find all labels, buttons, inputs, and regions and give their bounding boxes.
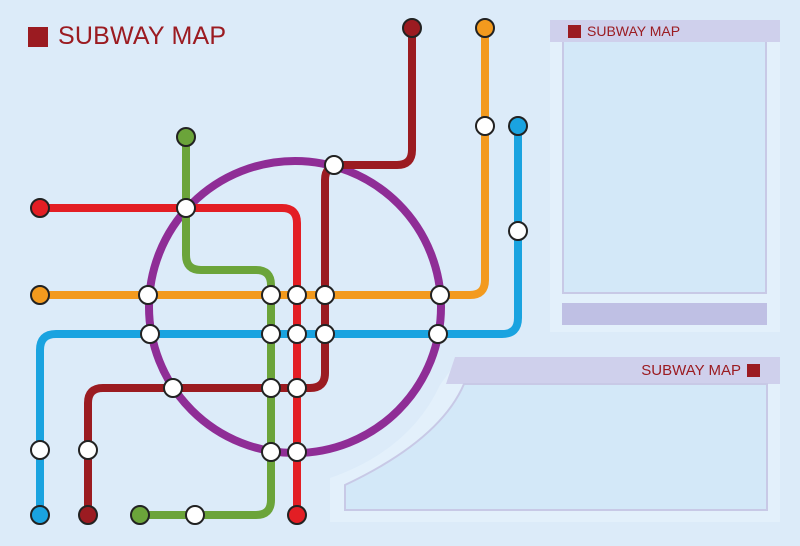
station[interactable] — [324, 155, 344, 175]
terminal-orange-left[interactable] — [30, 285, 50, 305]
terminal-red-bottom[interactable] — [287, 505, 307, 525]
terminal-orange-top[interactable] — [475, 18, 495, 38]
station[interactable] — [261, 378, 281, 398]
bottom-panel-label: SUBWAY MAP — [641, 362, 741, 379]
top-panel-label: SUBWAY MAP — [587, 23, 681, 39]
top-panel-content-area — [562, 42, 767, 294]
top-panel-square-icon — [568, 24, 581, 38]
terminal-red-left[interactable] — [30, 198, 50, 218]
terminal-blue-bottom[interactable] — [30, 505, 50, 525]
station[interactable] — [315, 324, 335, 344]
top-panel-header: SUBWAY MAP — [550, 20, 780, 42]
station[interactable] — [475, 116, 495, 136]
green-line — [136, 133, 275, 519]
page-title: SUBWAY MAP — [28, 22, 226, 51]
station[interactable] — [428, 324, 448, 344]
bottom-panel-square-icon — [747, 364, 760, 377]
circle-line — [145, 157, 445, 457]
top-panel-footer-bar — [562, 303, 767, 325]
terminal-stations — [30, 18, 528, 525]
station[interactable] — [261, 324, 281, 344]
station[interactable] — [261, 442, 281, 462]
station[interactable] — [508, 221, 528, 241]
station[interactable] — [430, 285, 450, 305]
bottom-panel-frame — [330, 357, 780, 522]
terminal-blue-top[interactable] — [508, 116, 528, 136]
station[interactable] — [163, 378, 183, 398]
terminal-darkred-top[interactable] — [402, 18, 422, 38]
terminal-darkred-bottom[interactable] — [78, 505, 98, 525]
station[interactable] — [261, 285, 281, 305]
stations — [30, 116, 528, 525]
station[interactable] — [287, 378, 307, 398]
station[interactable] — [138, 285, 158, 305]
station[interactable] — [287, 285, 307, 305]
station[interactable] — [287, 442, 307, 462]
red-line — [36, 204, 301, 519]
station[interactable] — [78, 440, 98, 460]
station[interactable] — [30, 440, 50, 460]
terminal-green-top[interactable] — [176, 127, 196, 147]
bottom-panel-header: SUBWAY MAP — [641, 362, 760, 379]
station[interactable] — [185, 505, 205, 525]
darkred-line-upper — [84, 24, 416, 519]
orange-line — [36, 24, 489, 299]
terminal-green-bottom[interactable] — [130, 505, 150, 525]
station[interactable] — [176, 198, 196, 218]
title-text: SUBWAY MAP — [58, 22, 227, 50]
station[interactable] — [140, 324, 160, 344]
station[interactable] — [315, 285, 335, 305]
title-square-icon — [28, 26, 48, 47]
station[interactable] — [287, 324, 307, 344]
